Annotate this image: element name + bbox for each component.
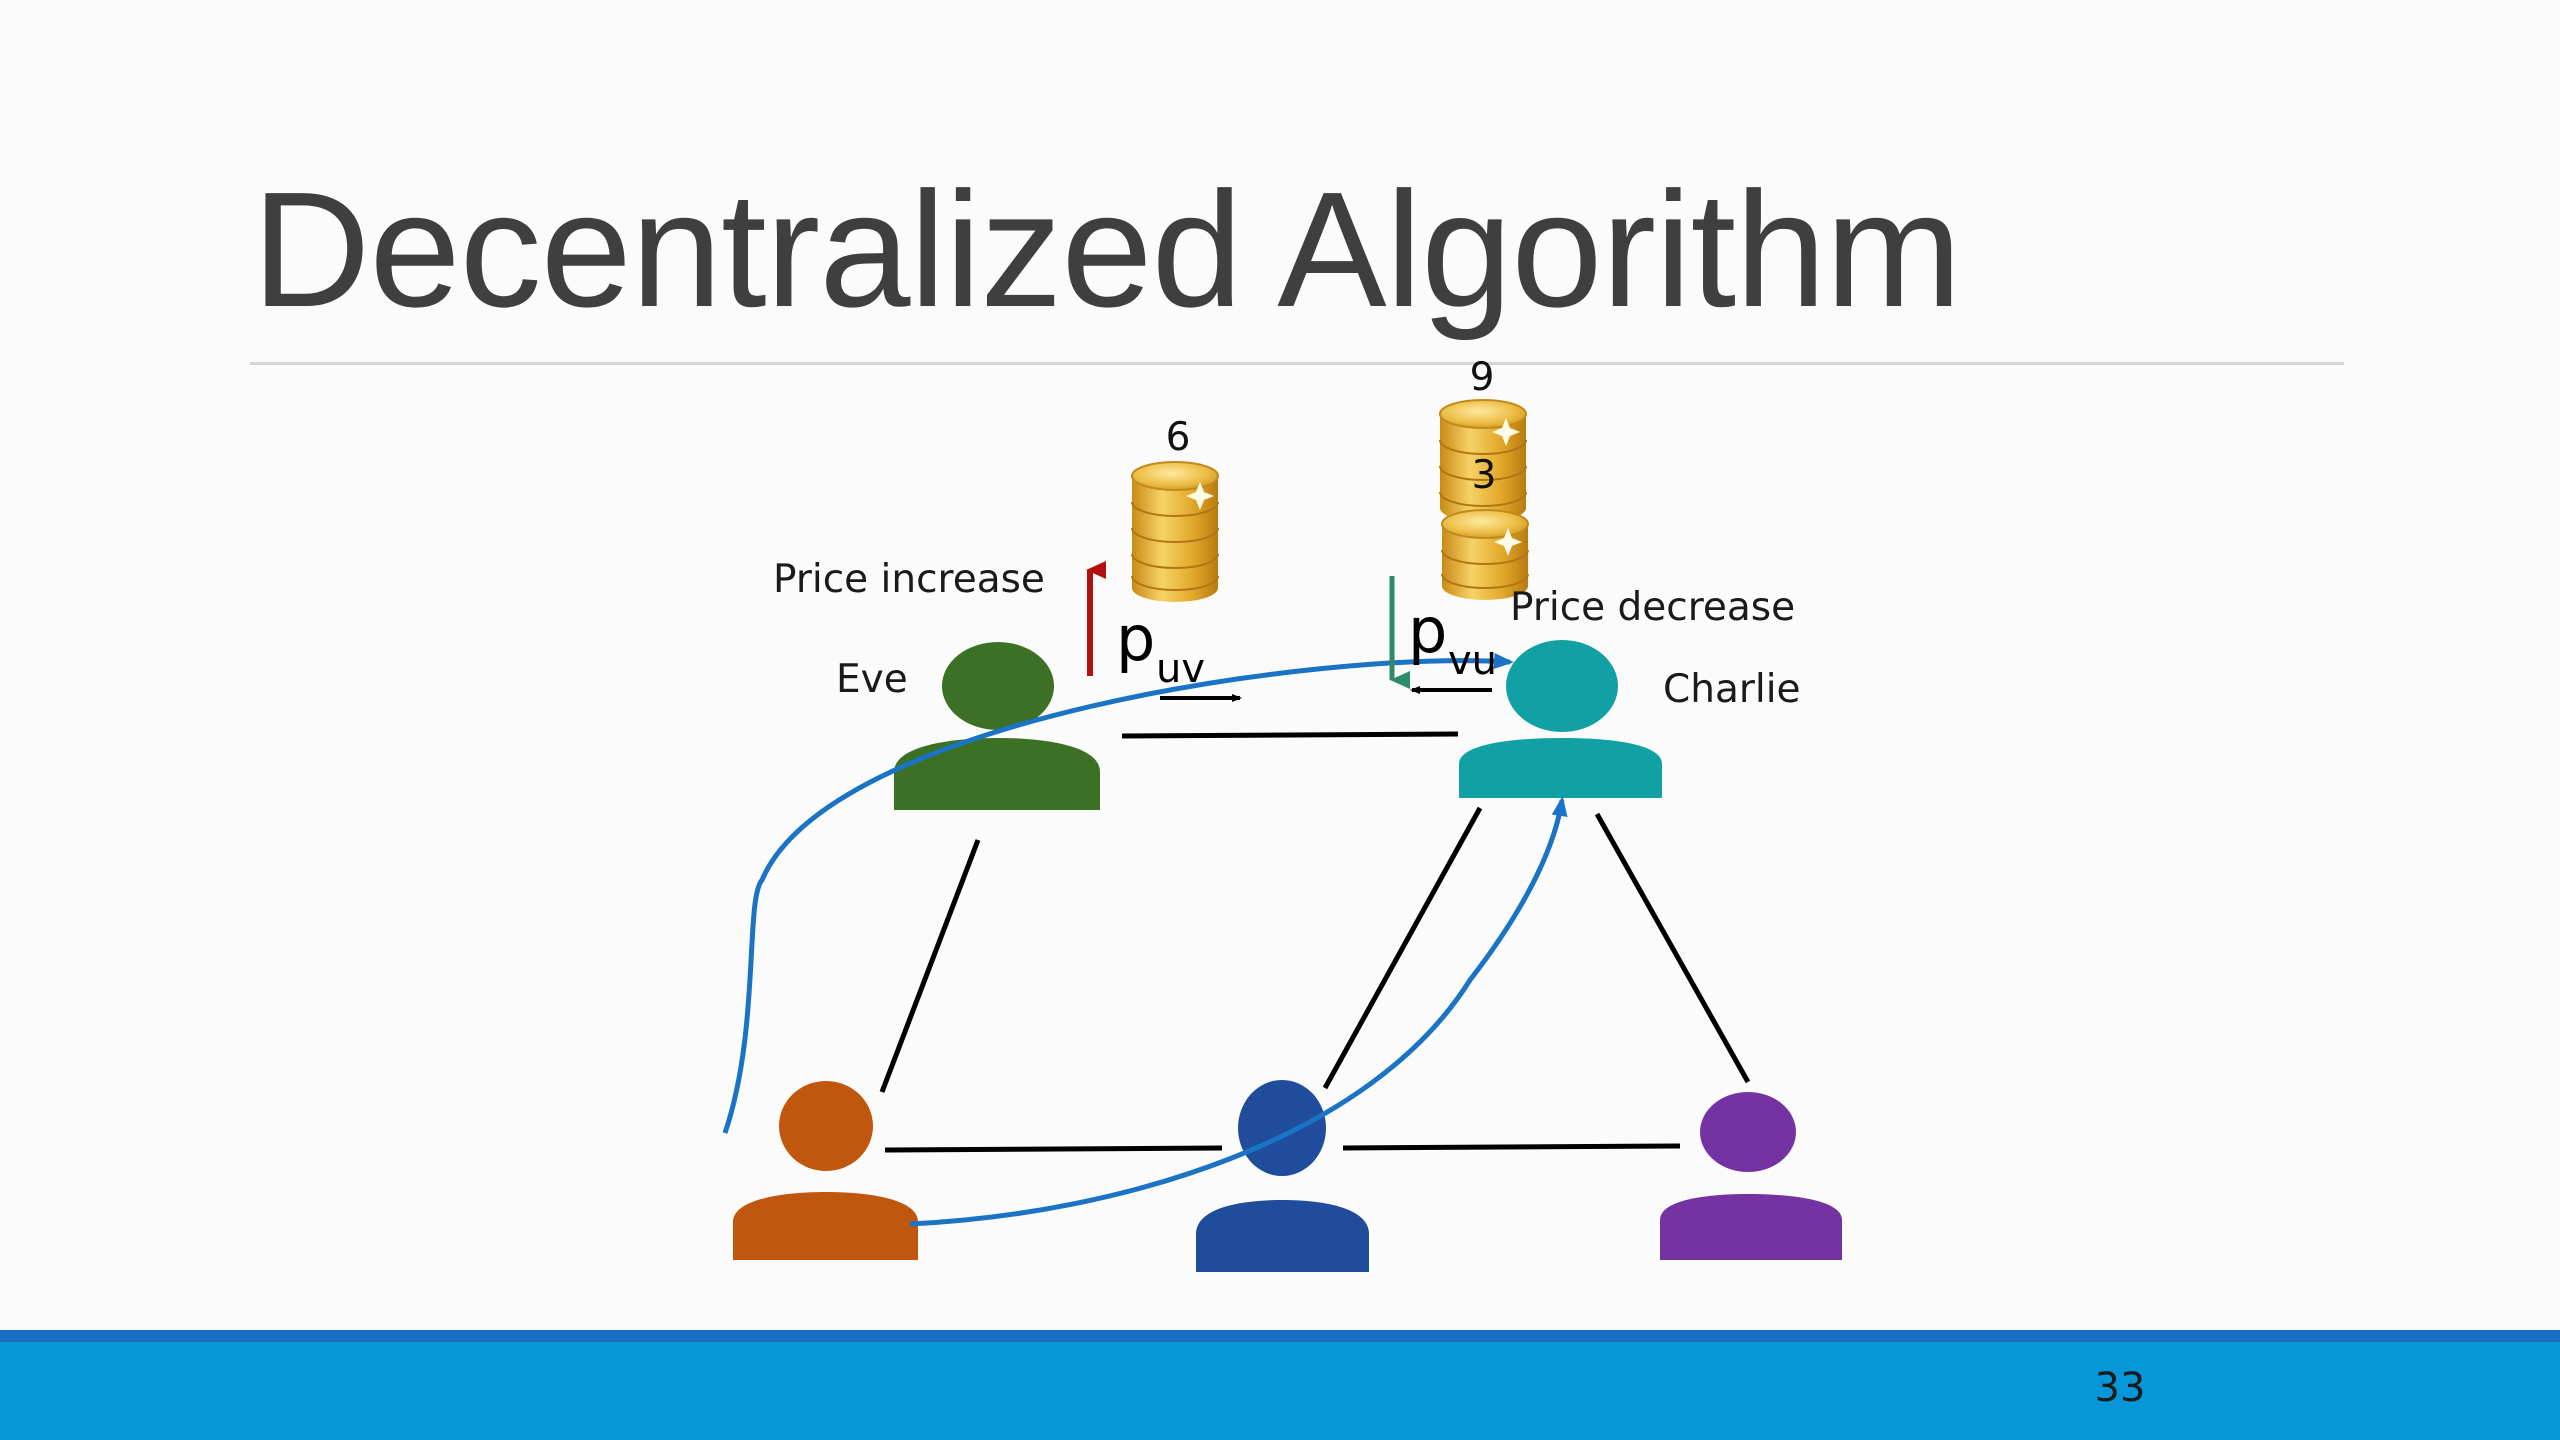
coin-stack-right-icon <box>1439 399 1529 600</box>
edge-eve-orange <box>879 839 981 1093</box>
edge-charlie-blue <box>1322 806 1483 1090</box>
person-charlie-icon <box>1459 640 1662 798</box>
price-uv-subscript: uv <box>1156 646 1205 692</box>
path-orange-to-charlie <box>722 653 1514 1134</box>
price-vu-subscript: vu <box>1448 638 1497 684</box>
price-increase-label: Price increase <box>773 557 1045 602</box>
slide-number: 33 <box>2094 1365 2146 1411</box>
coin-count-left: 6 <box>1166 415 1191 460</box>
price-decrease-label: Price decrease <box>1510 585 1795 630</box>
coin-count-right-top: 9 <box>1470 355 1495 400</box>
edge-orange-blue <box>884 1145 1223 1153</box>
edge-eve-charlie <box>1121 731 1459 739</box>
person-purple-icon <box>1660 1092 1842 1260</box>
slide-title: Decentralized Algorithm <box>252 158 1962 341</box>
price-uv-symbol: p <box>1116 602 1155 675</box>
price-vu-symbol: p <box>1408 594 1447 667</box>
coin-stack-left-icon <box>1131 461 1219 602</box>
edge-blue-purple <box>1342 1143 1681 1151</box>
coin-count-right-inner: 3 <box>1472 453 1497 498</box>
path-orange-via-blue-to-charlie <box>909 796 1568 1227</box>
footer-bar <box>0 1330 2560 1440</box>
charlie-label: Charlie <box>1663 667 1801 712</box>
eve-label: Eve <box>836 657 908 702</box>
title-divider <box>250 362 2344 365</box>
person-eve-icon <box>894 642 1100 810</box>
person-orange-icon <box>733 1081 918 1260</box>
edge-charlie-purple <box>1594 812 1751 1084</box>
person-blue-icon <box>1196 1080 1369 1272</box>
